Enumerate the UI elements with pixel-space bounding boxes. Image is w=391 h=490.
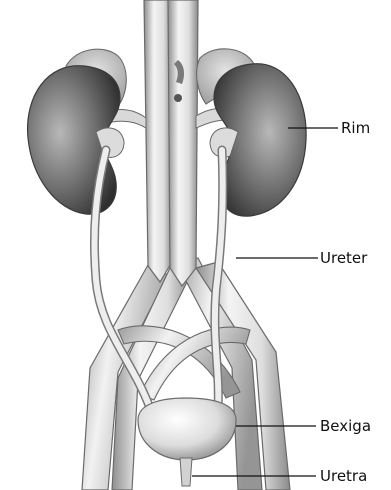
vena-cava <box>168 0 198 286</box>
label-rim-text: Rim <box>341 119 370 137</box>
bladder-group <box>138 398 236 486</box>
label-uretra-text: Uretra <box>320 467 367 485</box>
label-bexiga-text: Bexiga <box>320 417 371 435</box>
bladder <box>138 398 236 460</box>
label-ureter: Ureter <box>236 249 368 267</box>
label-ureter-text: Ureter <box>320 249 368 267</box>
right-kidney-group <box>197 49 307 216</box>
urethra <box>180 458 192 486</box>
left-kidney-group <box>28 49 127 214</box>
vessel-node <box>174 94 182 102</box>
